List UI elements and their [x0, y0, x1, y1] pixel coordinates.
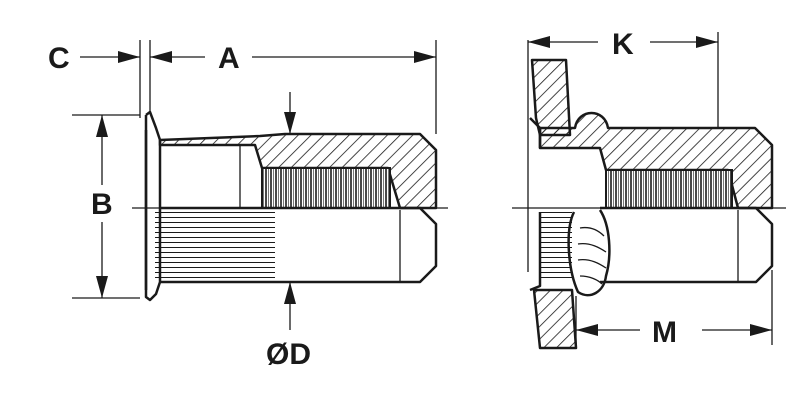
right-flange-head	[529, 117, 542, 292]
a-label: A	[218, 42, 240, 75]
left-flange-head	[144, 110, 162, 302]
bulge-folds	[577, 226, 607, 285]
b-arrow-top	[96, 115, 108, 137]
d-arrow-bottom	[284, 282, 296, 304]
panel-upper	[530, 58, 572, 137]
right-view: K M	[512, 28, 786, 350]
left-view: C A B ØD	[48, 40, 448, 371]
d-arrow-top	[284, 112, 296, 134]
c-label: C	[48, 42, 70, 75]
d-label: ØD	[266, 338, 311, 371]
panel-lower	[532, 288, 578, 350]
collapsed-bulge	[567, 209, 611, 297]
k-arrow-left	[528, 36, 550, 48]
m-arrow-left	[576, 324, 598, 336]
a-arrow-left	[150, 51, 172, 63]
right-knurled-shank	[540, 212, 572, 280]
right-thread-area	[605, 169, 733, 209]
a-arrow-right	[414, 51, 436, 63]
k-label: K	[612, 28, 634, 61]
left-thread-area	[261, 167, 391, 209]
m-arrow-right	[750, 324, 772, 336]
c-arrow	[118, 51, 140, 63]
k-arrow-right	[696, 36, 718, 48]
b-arrow-bottom	[96, 276, 108, 298]
m-label: M	[652, 316, 677, 349]
left-knurled-shank	[155, 212, 275, 280]
panel-right-edge	[565, 59, 571, 136]
b-label: B	[91, 188, 113, 221]
right-body-outline	[600, 206, 774, 284]
